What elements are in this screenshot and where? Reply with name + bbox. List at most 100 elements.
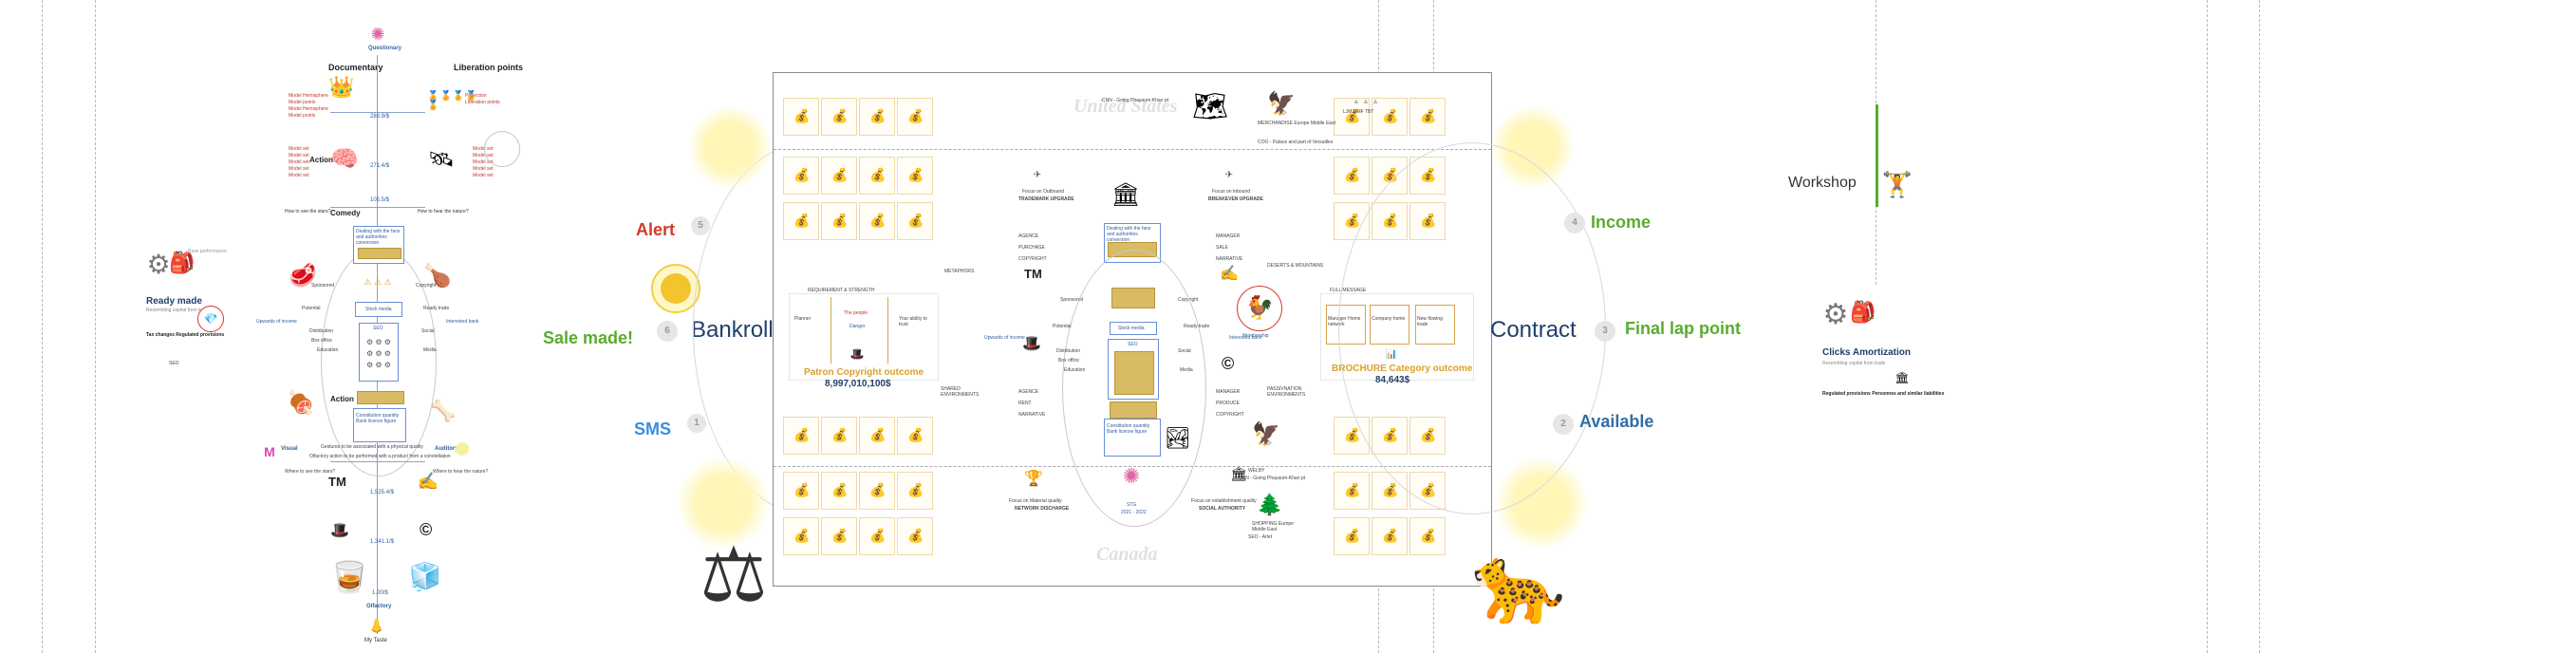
sms-label: SMS	[634, 420, 672, 438]
money-tile: 💰	[859, 472, 895, 510]
num-mid2: 105.5/$	[370, 197, 390, 203]
money-tile: 💰	[859, 202, 895, 240]
rooster-circle: 🐓	[1237, 286, 1282, 331]
center-bottom-box: Constitution quantity Bank license figur…	[1104, 419, 1161, 457]
connector-arc	[484, 131, 520, 167]
lebanon-icon: 🌲	[1257, 493, 1283, 516]
sun-glow	[687, 104, 773, 190]
money-tile: 💰	[821, 202, 857, 240]
center-left-word-3: Box office	[1058, 358, 1079, 364]
money-tile: 💰	[897, 472, 933, 510]
center-right-word-3: Media	[1180, 367, 1193, 373]
where-see: Where to see the stars?	[285, 469, 336, 475]
cnn2-label: CNN - Going Phayaum-Khan pt	[1239, 476, 1306, 481]
how-hear-nature: How to hear the nature?	[418, 209, 469, 215]
ham-icon: 🍖	[287, 390, 315, 416]
pass-env: PASSIVNATION ENVIRONMENTS	[1267, 386, 1306, 398]
money-tile: 💰	[1409, 517, 1446, 555]
right-word-3: Media	[423, 347, 437, 353]
sale-made-label: Sale made!	[543, 328, 634, 347]
deserts-label: DESERTS & MOUNTAINS	[1267, 263, 1324, 269]
building-icon: 🏛	[1230, 466, 1247, 481]
money-tile: 💰	[1334, 517, 1370, 555]
axis-line	[330, 112, 425, 113]
money-tile: 💰	[1334, 472, 1370, 510]
ready-made-desc: Tax changes Regulated provisions	[146, 332, 225, 338]
action-label-2: Action	[330, 395, 354, 403]
dashed-line	[774, 149, 1491, 150]
tophat-icon-2: 🎩	[1022, 336, 1041, 352]
ready-made-sub: Resembling capital from trade	[146, 308, 210, 313]
arrow-line	[887, 297, 888, 364]
sunburst-icon: ✺	[370, 25, 385, 44]
your-ability: Your ability to trust	[899, 316, 927, 327]
right-word-1: Ready trade	[423, 306, 450, 311]
money-tile: 💰	[897, 98, 933, 136]
diamond-icon: 💎	[203, 312, 218, 326]
copyright-symbol: ©	[420, 520, 433, 539]
olfactory-action: Olfactory action to be performed with a …	[309, 454, 451, 459]
patron-copyright: Patron Copyright outcome	[804, 367, 924, 378]
stock-media-box: Stock media	[355, 302, 402, 317]
income-label: Income	[1591, 213, 1652, 232]
upwards-income-2: Upwards of income	[984, 335, 1025, 341]
alert-badge: 5	[691, 216, 710, 235]
available-badge: 2	[1553, 414, 1574, 435]
stg-years: 2021 - 2022	[1121, 510, 1147, 515]
seo-kfar: SEO - Arlet	[1248, 534, 1273, 540]
money-tile: 💰	[1409, 98, 1446, 136]
sun-glow	[676, 456, 771, 550]
danger-label: Danger	[849, 324, 866, 329]
money-tile: 💰	[897, 157, 933, 195]
num-b1: 1,525.4/$	[370, 490, 395, 495]
coo-label: COO - Palace and part of Versailles	[1258, 140, 1334, 145]
crown-icon: 👑	[328, 75, 355, 99]
bone-icon: 🦴	[430, 399, 457, 422]
guide-line	[2259, 0, 2260, 653]
bankroll-badge: 6	[657, 321, 678, 342]
center-left-word-0: Sponsored	[1060, 297, 1084, 303]
brain-icon: 🧠	[330, 146, 359, 172]
money-tile: 💰	[783, 472, 819, 510]
money-tile: 💰	[1372, 517, 1408, 555]
bottom-box: Constitution quantity Bank license figur…	[353, 408, 406, 442]
plane-icon-2: ✈	[1224, 170, 1234, 180]
money-tile: 💰	[1372, 98, 1408, 136]
rooster-icon: 🐓	[1245, 295, 1274, 321]
upwards-income: Upwards of income	[256, 319, 297, 325]
comedy-label: Comedy	[330, 209, 361, 217]
ready-made-block: ⚙ 🎒 Base performance Ready made Resembli…	[142, 249, 237, 366]
us-label: United States	[1073, 96, 1178, 117]
nose-icon: 👃	[368, 618, 385, 633]
money-tile: 💰	[821, 417, 857, 455]
left-word-3: Box office	[311, 338, 332, 344]
shared-env: SHARED ENVIRONMENTS	[941, 386, 980, 398]
left-word-1: Potential	[302, 306, 321, 311]
left-word-0: Sponsored	[311, 283, 335, 289]
hat-icon: 🎩	[849, 347, 865, 361]
caption: Base performance	[188, 249, 227, 254]
metaphors-label: METAPHORS	[944, 269, 975, 274]
focus-outbound: Focus on Outbound	[1022, 189, 1064, 195]
right-word-0: Copyright	[416, 283, 437, 289]
warning-icons: ⚠ ⚠ ⚠	[364, 276, 392, 287]
left-panel: Documentary Liberation points ✺ Question…	[142, 19, 560, 653]
auditory-label: Auditory	[435, 446, 458, 452]
sun-small-icon	[456, 442, 469, 456]
alert-label: Alert	[636, 220, 676, 239]
how-see-stars: How to see the stars?	[285, 209, 331, 215]
contract-badge: 3	[1595, 321, 1615, 342]
money-tile: 💰	[859, 517, 895, 555]
shopping-label: SHOPPING Europe Middle East	[1252, 521, 1294, 532]
level-icons: ▲ ▲ ▲	[1352, 97, 1380, 105]
cnn-label: CNN - Going Phayaum-Khan pt	[1102, 98, 1169, 103]
contract-label: Contract	[1490, 317, 1577, 343]
final-lap-label: Final lap point	[1625, 319, 1741, 338]
top-box: Dealing with the fans and authorities co…	[353, 226, 404, 264]
clicks-desc: Regulated provisions Personnes and simil…	[1822, 391, 1945, 397]
seo-box-2: SEO	[1108, 339, 1159, 400]
num-b3: 1.00/$	[372, 590, 388, 596]
ice-icon: 🧊	[408, 562, 442, 591]
